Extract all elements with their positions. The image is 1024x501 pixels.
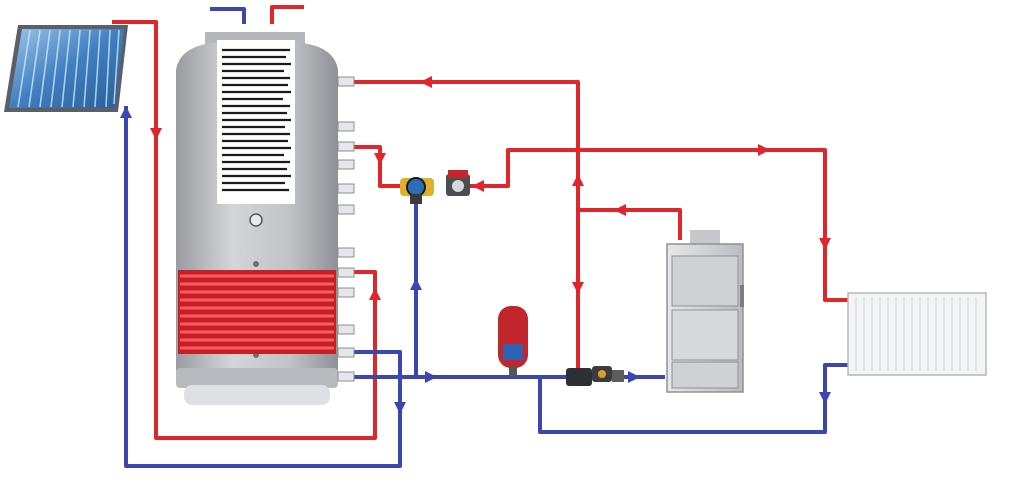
arrow-up-icon [369, 288, 381, 300]
radiator-feed [468, 148, 848, 302]
solar-return-line [124, 106, 402, 468]
solid-fuel-boiler [666, 230, 744, 393]
thermometer-port-icon [249, 213, 263, 227]
arrow-up-icon [120, 106, 132, 118]
arrow-down-icon [394, 402, 406, 414]
domestic-cold-inlet [210, 7, 246, 24]
arrow-up-icon [572, 174, 584, 186]
circulation-pump [446, 170, 470, 196]
arrow-down-icon [819, 392, 831, 404]
arrow-down-icon [819, 238, 831, 250]
solar-coil [178, 270, 336, 354]
arrow-left-icon [614, 204, 626, 216]
tank-sockets [337, 76, 355, 382]
arrow-left-icon [420, 76, 432, 88]
arrow-up-icon [410, 278, 422, 290]
flow-arrows [120, 76, 831, 414]
solar-tubes [17, 29, 120, 108]
domestic-hot-outlet [270, 5, 304, 24]
solar-collector [4, 25, 128, 112]
tank-mid-feed [352, 145, 402, 188]
arrow-right-icon [628, 371, 640, 383]
arrow-left-icon [472, 180, 484, 192]
arrow-down-icon [150, 128, 162, 140]
boiler-feed [578, 208, 682, 240]
arrow-right-icon [425, 371, 437, 383]
tank-label-text-lines [222, 48, 291, 192]
arrow-down-icon [374, 153, 386, 165]
solar-hot-line [112, 20, 377, 440]
boiler-pump-group [566, 366, 624, 386]
radiator-return [538, 363, 848, 434]
tank-top-feed [352, 80, 580, 368]
mixing-valve [400, 177, 434, 204]
arrow-down-icon [572, 282, 584, 294]
expansion-vessel [498, 306, 528, 376]
arrow-right-icon [758, 144, 770, 156]
radiator [847, 292, 987, 376]
